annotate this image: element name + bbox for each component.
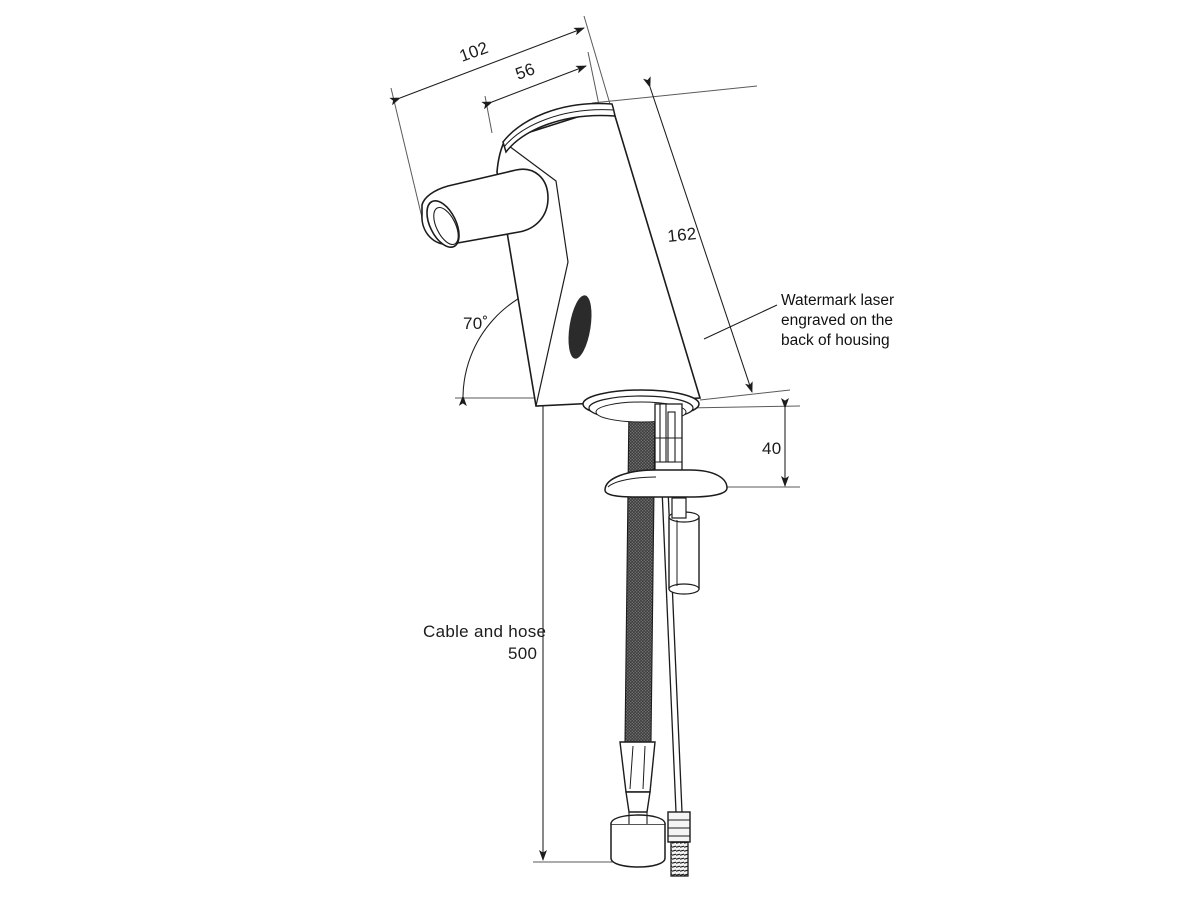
dimension-lines bbox=[389, 27, 789, 861]
dim-label-102: 102 bbox=[457, 38, 491, 66]
dim-label-cable-hose-line2: 500 bbox=[508, 644, 537, 663]
dimline-102 bbox=[389, 27, 585, 106]
spout-outlet bbox=[421, 168, 549, 248]
dim-label-70-degrees: 70˚ bbox=[463, 314, 488, 333]
top-cap-ring bbox=[502, 102, 616, 154]
watermark-note-line2: engraved on the bbox=[781, 312, 893, 329]
faucet-assembly bbox=[421, 102, 728, 877]
faucet-housing bbox=[496, 104, 702, 407]
watermark-note-line1: Watermark laser bbox=[781, 292, 894, 309]
solenoid-cylinder bbox=[668, 497, 700, 595]
dim-label-cable-hose-line1: Cable and hose bbox=[423, 622, 546, 641]
watermark-note-line3: back of housing bbox=[781, 332, 890, 349]
braided-hose bbox=[624, 404, 656, 743]
cable-connector-plug bbox=[667, 811, 691, 877]
mounting-flange bbox=[582, 389, 700, 423]
dimline-162 bbox=[643, 76, 753, 393]
infrared-sensor-window bbox=[568, 295, 592, 359]
dim-label-56: 56 bbox=[513, 59, 538, 84]
watermark-leader-line bbox=[703, 304, 778, 340]
hex-coupling-nut bbox=[610, 741, 666, 868]
conical-mounting-washer bbox=[604, 469, 728, 498]
dimline-56 bbox=[481, 65, 587, 110]
dim-label-40: 40 bbox=[762, 439, 782, 458]
dim-label-162: 162 bbox=[666, 224, 697, 246]
